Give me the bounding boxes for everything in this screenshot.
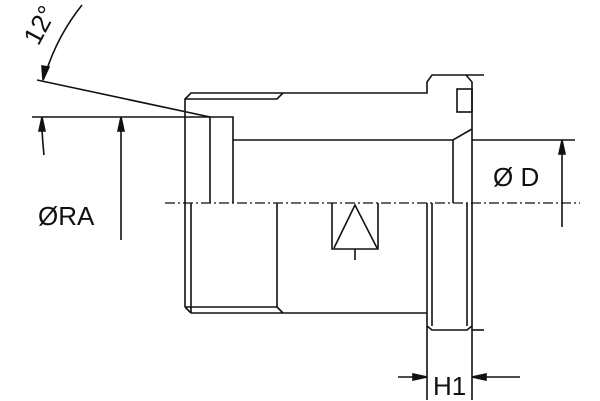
h1-label: H1 (433, 371, 467, 401)
ra-dimension (117, 116, 125, 240)
d-label: Ø D (493, 162, 540, 192)
h1-dimension (398, 373, 520, 381)
d-dimension (466, 74, 575, 227)
ra-label: ØRA (38, 201, 95, 231)
part-outline (184, 74, 484, 400)
triangle-symbol (331, 203, 379, 260)
